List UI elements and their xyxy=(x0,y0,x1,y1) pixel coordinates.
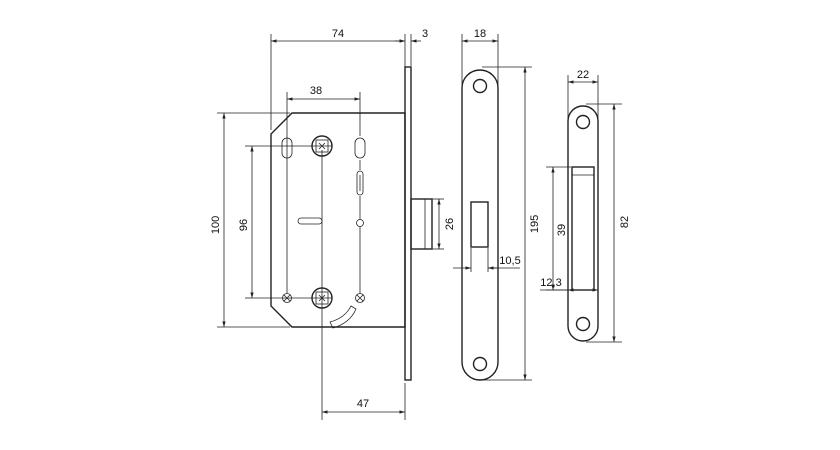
strike-opening xyxy=(571,166,595,291)
lock-body-dimensions: 74 3 38 100 96 26 47 xyxy=(210,28,456,420)
faceplate-side-view: 18 195 10,5 xyxy=(453,28,541,381)
right-slot xyxy=(354,137,366,159)
dim-82-label: 82 xyxy=(619,216,631,228)
dim-38-label: 38 xyxy=(310,85,322,97)
dim-18-label: 18 xyxy=(474,28,486,40)
right-small-slot xyxy=(356,170,364,196)
strike-bottom-hole xyxy=(575,316,591,332)
center-horizontal-slot xyxy=(297,217,323,225)
strike-plate-view: 22 82 39 12,3 xyxy=(540,69,631,343)
dim-3-label: 3 xyxy=(422,28,428,40)
dim-96-label: 96 xyxy=(238,219,250,231)
dim-195-label: 195 xyxy=(529,215,541,233)
dim-74-label: 74 xyxy=(332,28,344,40)
dim-39-label: 39 xyxy=(556,224,568,236)
faceplate xyxy=(404,66,412,381)
lock-body-view xyxy=(250,66,433,420)
latch-bolt xyxy=(410,198,433,250)
dim-10-5-label: 10,5 xyxy=(499,255,520,267)
faceplate-bottom-hole xyxy=(472,356,488,372)
dim-26-label: 26 xyxy=(444,218,456,230)
dim-47-label: 47 xyxy=(357,398,369,410)
faceplate-top-hole xyxy=(472,78,488,94)
faceplate-latch-opening xyxy=(470,201,489,248)
strike-plate-outline xyxy=(567,105,599,342)
dim-22-label: 22 xyxy=(577,69,589,81)
dim-12-3-label: 12,3 xyxy=(540,277,561,289)
bottom-right-screw-hole xyxy=(355,293,365,303)
dim-100-label: 100 xyxy=(210,216,222,234)
strike-top-hole xyxy=(575,114,591,130)
right-small-hole xyxy=(356,219,364,227)
curved-slot xyxy=(329,305,357,329)
faceplate-outline xyxy=(461,69,499,381)
lock-body-outline xyxy=(270,112,406,328)
